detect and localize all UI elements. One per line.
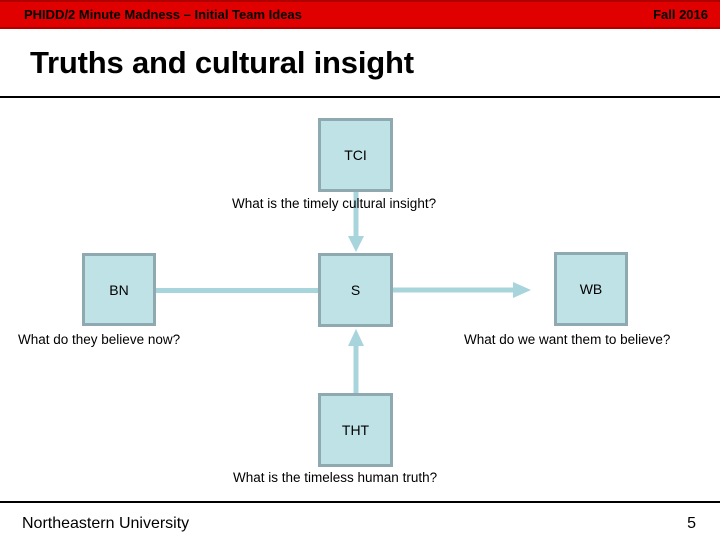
connector-tht-to-s	[348, 329, 364, 393]
caption-tht: What is the timeless human truth?	[233, 470, 438, 485]
connector-s-to-wb	[393, 282, 531, 298]
caption-tci: What is the timely cultural insight?	[232, 196, 437, 211]
page-title: Truths and cultural insight	[30, 45, 414, 80]
footer-divider	[0, 501, 720, 503]
node-bn[interactable]: BN	[82, 253, 156, 326]
node-wb[interactable]: WB	[554, 252, 628, 326]
node-bn-label: BN	[109, 281, 129, 298]
node-wb-label: WB	[579, 281, 603, 297]
header-title: PHIDD/2 Minute Madness – Initial Team Id…	[24, 7, 302, 22]
footer-organization: Northeastern University	[22, 515, 190, 532]
node-tht-label: THT	[341, 422, 370, 438]
caption-bn: What do they believe now?	[18, 332, 181, 347]
caption-wb: What do we want them to believe?	[464, 332, 671, 347]
header-term: Fall 2016	[653, 7, 708, 22]
title-divider	[0, 96, 720, 98]
node-tci[interactable]: TCI	[318, 118, 393, 192]
connector-tci-to-s	[348, 192, 364, 252]
node-tci-label: TCI	[344, 147, 367, 163]
node-tht[interactable]: THT	[318, 393, 393, 467]
connector-bn-to-s	[156, 288, 319, 293]
node-s[interactable]: S	[318, 253, 393, 327]
footer-page-number: 5	[687, 515, 696, 532]
node-s-label: S	[350, 282, 361, 298]
header-banner: PHIDD/2 Minute Madness – Initial Team Id…	[0, 0, 720, 29]
